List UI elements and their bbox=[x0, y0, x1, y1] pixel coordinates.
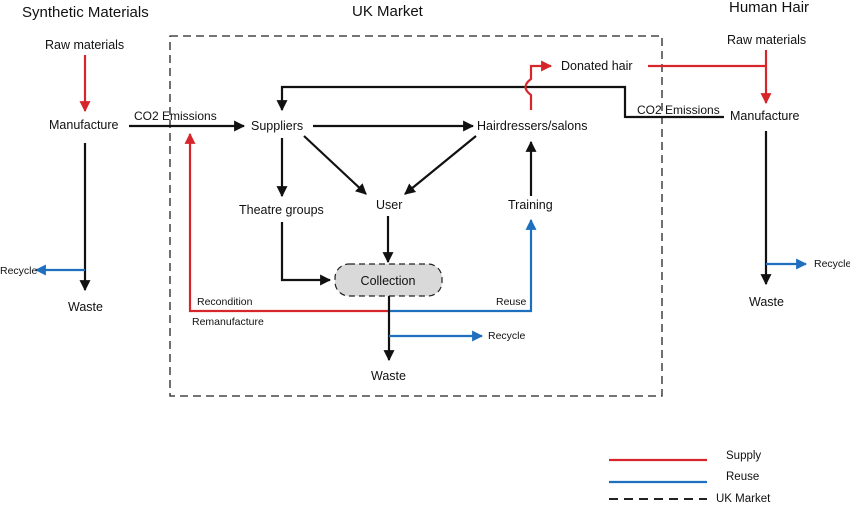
edge-recondition-loop bbox=[184, 132, 389, 313]
legend-supply-label: Supply bbox=[726, 450, 761, 462]
label-remanufacture: Remanufacture bbox=[192, 316, 264, 328]
node-hairdressers: Hairdressers/salons bbox=[477, 119, 587, 133]
node-collection-box bbox=[334, 263, 443, 297]
node-syn-raw-materials: Raw materials bbox=[45, 38, 124, 52]
edge-theatre-to-collection bbox=[280, 222, 332, 286]
edge-return-to-suppliers bbox=[276, 85, 627, 118]
label-reuse: Reuse bbox=[496, 296, 527, 308]
heading-uk-market: UK Market bbox=[352, 3, 424, 20]
edge-hairdressers-to-user bbox=[404, 135, 477, 195]
heading-synthetic-materials: Synthetic Materials bbox=[22, 4, 149, 21]
node-hum-waste: Waste bbox=[749, 295, 784, 309]
node-syn-manufacture: Manufacture bbox=[49, 118, 119, 132]
node-user: User bbox=[376, 198, 402, 212]
node-hum-raw-materials: Raw materials bbox=[727, 33, 806, 47]
label-recycle-market: Recycle bbox=[488, 330, 526, 342]
legend-reuse-label: Reuse bbox=[726, 471, 759, 483]
label-recycle-synthetic: Recycle bbox=[0, 265, 38, 277]
node-training: Training bbox=[508, 198, 553, 212]
node-syn-waste: Waste bbox=[68, 300, 103, 314]
label-recycle-human: Recycle bbox=[814, 258, 850, 270]
node-hum-manufacture: Manufacture bbox=[730, 109, 800, 123]
edge-salons-to-donated-hair bbox=[524, 60, 553, 110]
edge-suppliers-to-user bbox=[303, 135, 367, 195]
node-collection: Collection bbox=[361, 274, 416, 288]
uk-market-boundary bbox=[169, 35, 663, 397]
node-theatre-groups: Theatre groups bbox=[239, 203, 324, 217]
label-co2-right: CO2 Emissions bbox=[637, 103, 720, 117]
legend-uk-market-label: UK Market bbox=[716, 493, 771, 505]
node-donated-hair: Donated hair bbox=[561, 59, 633, 73]
node-market-waste: Waste bbox=[371, 369, 406, 383]
label-recondition: Recondition bbox=[197, 296, 253, 308]
heading-human-hair: Human Hair bbox=[729, 0, 809, 16]
edge-reuse-loop bbox=[389, 218, 537, 313]
label-co2-left: CO2 Emissions bbox=[134, 109, 217, 123]
node-suppliers: Suppliers bbox=[251, 119, 303, 133]
